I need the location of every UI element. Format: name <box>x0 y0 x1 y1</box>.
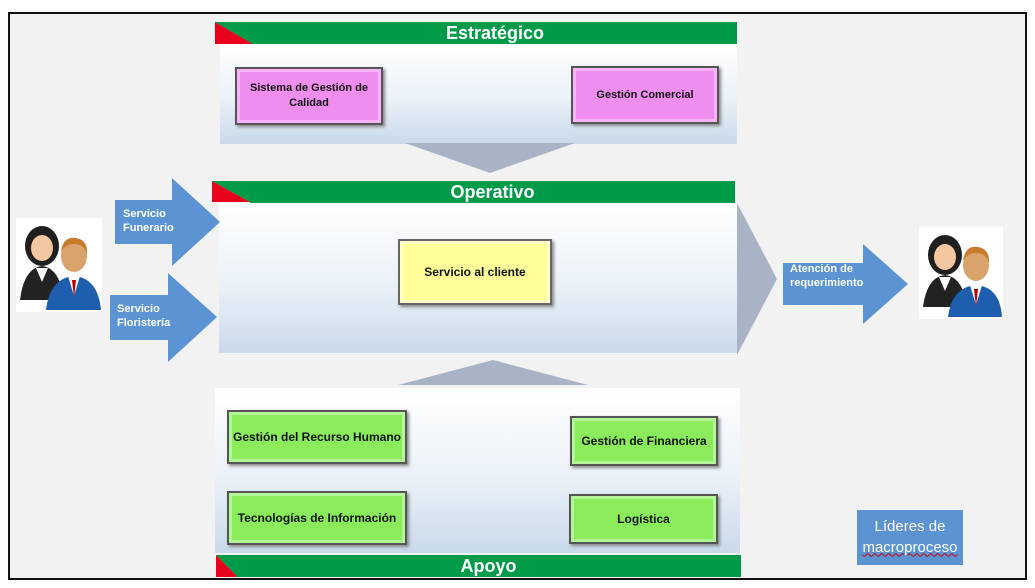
funeral-service-label: Servicio Funerario <box>123 208 174 235</box>
operative-flag-icon <box>212 181 250 202</box>
floristry-service-arrow <box>110 273 217 362</box>
information-technology-box: Tecnologías de Información <box>227 491 407 545</box>
customer-service-box: Servicio al cliente <box>398 239 552 305</box>
customers-icon <box>16 218 102 312</box>
floristry-service-label: Servicio Floristería <box>117 303 171 330</box>
strategic-title: Estratégico <box>445 22 545 43</box>
quality-management-box: Sistema de Gestión de Calidad <box>235 67 383 125</box>
operative-header: Operativo <box>250 181 735 203</box>
requirement-attention-label: Atención de requerimiento <box>790 263 864 290</box>
customers-result-icon <box>919 227 1003 319</box>
funeral-service-arrow <box>115 178 220 266</box>
logistics-box: Logística <box>569 494 718 544</box>
commercial-management-box: Gestión Comercial <box>571 66 719 124</box>
process-leaders-box: Líderes de macroproceso <box>857 510 963 565</box>
strategic-to-operative-connector <box>405 143 575 173</box>
leaders-line-1: Líderes de <box>874 518 946 536</box>
financial-management-box: Gestión de Financiera <box>570 416 718 466</box>
requirement-attention-arrow <box>783 244 908 324</box>
support-header: Apoyo <box>236 555 741 577</box>
operative-output-chevron <box>737 203 777 355</box>
support-to-operative-connector <box>398 360 588 385</box>
support-title: Apoyo <box>460 555 517 576</box>
operative-title: Operativo <box>450 181 535 202</box>
leaders-line-2: macroproceso <box>862 538 958 556</box>
human-resources-box: Gestión del Recurso Humano <box>227 410 407 464</box>
support-flag-icon <box>216 555 238 577</box>
strategic-header: Estratégico <box>253 22 737 44</box>
strategic-flag-icon <box>215 22 253 44</box>
